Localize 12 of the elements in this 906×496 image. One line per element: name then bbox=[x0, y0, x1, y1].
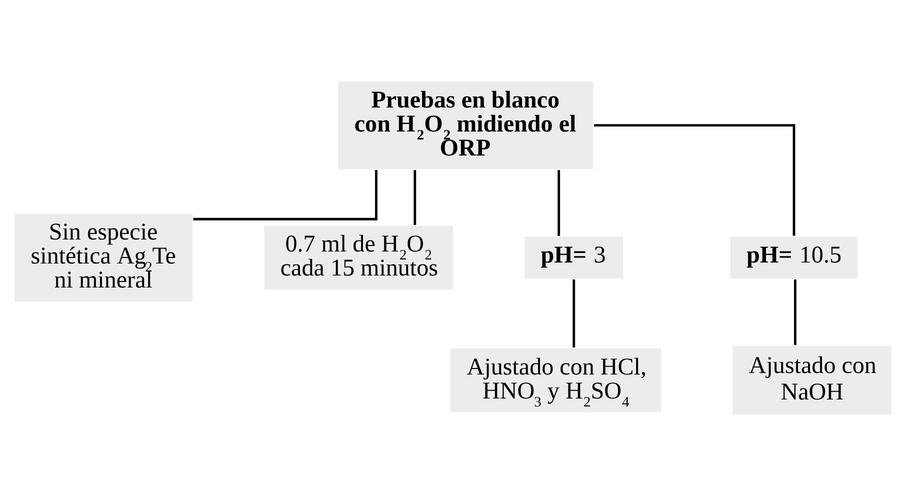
connector bbox=[414, 170, 416, 225]
node-box: pH= 10.5 bbox=[729, 235, 859, 280]
connector bbox=[193, 170, 378, 220]
node-box: Pruebas en blanco con H$_{2}$O$_{2}$ midiendo el ORP bbox=[336, 80, 594, 170]
connector bbox=[794, 280, 796, 346]
node-box: Ajustado con HCl, HNO$_{3}$ y H$_{2}$SO$_{4}$ bbox=[449, 347, 662, 414]
connector bbox=[594, 124, 796, 236]
node-box: Ajustado con NaOH bbox=[731, 344, 893, 416]
node-box: 0.7 ml de H$_{2}$O$_{2}$ cada 15 minutos bbox=[262, 224, 454, 291]
connector bbox=[558, 170, 560, 236]
node-box: pH= 3 bbox=[523, 235, 624, 280]
connector bbox=[572, 280, 576, 348]
